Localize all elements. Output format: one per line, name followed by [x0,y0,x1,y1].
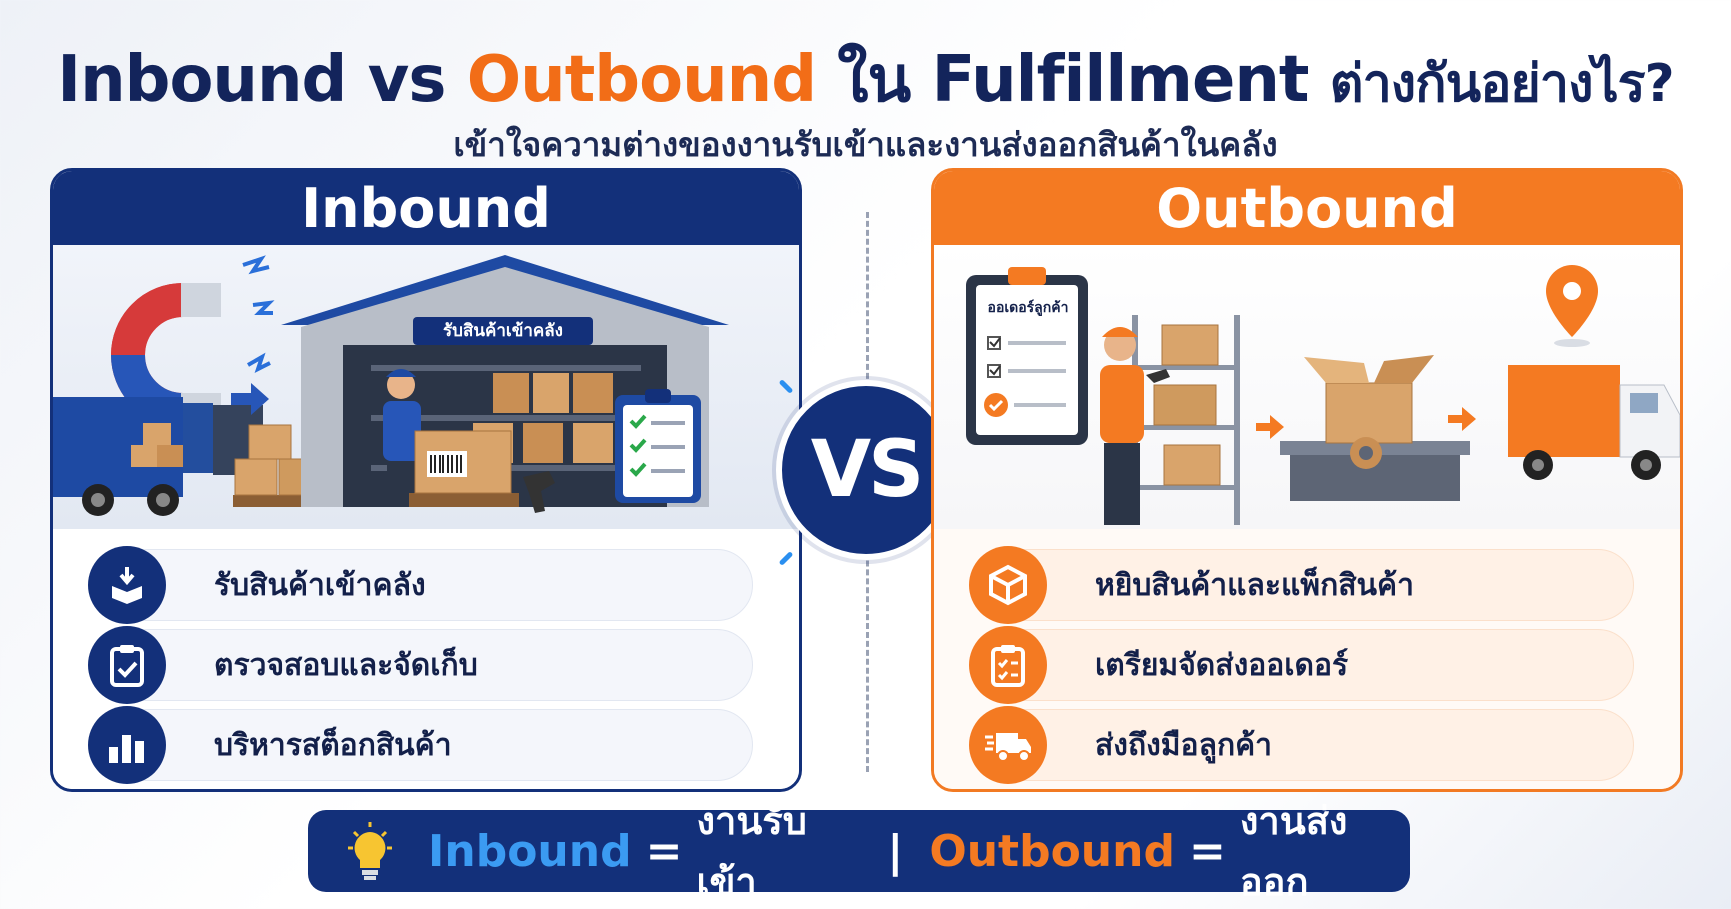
page-title: Inbound vs Outbound ใน Fulfillment ต่างก… [0,28,1731,130]
inbound-step-label: บริหารสต็อกสินค้า [214,727,452,763]
warehouse-sign: รับสินค้าเข้าคลัง [443,321,563,341]
summary-equals: = [645,825,683,877]
inbound-step-receive: รับสินค้าเข้าคลัง [88,546,753,624]
title-in: ใน [837,43,911,117]
order-sheet-title: ออเดอร์ลูกค้า [987,300,1069,316]
vs-badge: VS [776,380,956,560]
summary-bar: Inbound = งานรับเข้า | Outbound = งานส่ง… [308,799,1410,904]
summary-inbound-meaning: งานรับเข้า [696,799,807,904]
summary-outbound-meaning: งานส่งออก [1239,799,1348,904]
packing-box-illustration [1280,355,1470,501]
scanner-icon [523,471,555,513]
order-clipboard-icon [966,267,1088,445]
package-icon [969,546,1047,624]
checklist-icon [969,626,1047,704]
title-inbound: Inbound [57,43,347,117]
summary-inbound: Inbound [428,825,632,877]
inbound-illustration: รับสินค้าเข้าคลัง [53,245,799,529]
outbound-step-label: หยิบสินค้าและแพ็กสินค้า [1095,567,1414,603]
title-outbound: Outbound [466,43,817,117]
clipboard-icon [615,389,701,503]
page-subtitle: เข้าใจความต่างของงานรับเข้าและงานส่งออกส… [453,125,1278,164]
arrow-right-icon [231,383,269,415]
outbound-step-prepare: เตรียมจัดส่งออเดอร์ [969,626,1634,704]
outbound-steps: หยิบสินค้าและแพ็กสินค้า เตรียมจัดส่งออเด… [934,529,1680,789]
summary-equals: = [1188,825,1226,877]
title-suffix: ต่างกันอย่างไร? [1329,54,1675,114]
arrow-right-icon [1256,415,1284,439]
inbound-step-label: ตรวจสอบและจัดเก็บ [214,647,478,683]
inbound-step-stock: บริหารสต็อกสินค้า [88,706,753,784]
title-fulfillment: Fulfillment [931,43,1310,117]
shelf-illustration [1132,315,1240,525]
inbound-panel: Inbound [50,168,802,792]
arrow-right-icon [1448,407,1476,431]
outbound-step-label: ส่งถึงมือลูกค้า [1095,727,1273,763]
outbound-illustration: ออเดอร์ลูกค้า [934,245,1680,529]
delivery-truck-icon [969,706,1047,784]
outbound-panel: Outbound [931,168,1683,792]
summary-separator: | [887,825,904,877]
location-pin-icon [1546,265,1598,347]
clipboard-check-icon [88,626,166,704]
stock-bars-icon [88,706,166,784]
outbound-heading: Outbound [934,171,1680,245]
outbound-step-pick-pack: หยิบสินค้าและแพ็กสินค้า [969,546,1634,624]
outbound-step-deliver: ส่งถึงมือลูกค้า [969,706,1634,784]
summary-outbound: Outbound [929,825,1175,877]
barcode-box-illustration [409,430,519,507]
lightbulb-icon [342,820,398,882]
outbound-truck-illustration [1508,365,1680,480]
inbound-steps: รับสินค้าเข้าคลัง ตรวจสอบและจัดเก็บ บริห… [53,529,799,789]
outbound-step-label: เตรียมจัดส่งออเดอร์ [1095,647,1349,683]
inbound-step-label: รับสินค้าเข้าคลัง [214,567,426,603]
inbound-step-inspect: ตรวจสอบและจัดเก็บ [88,626,753,704]
inbound-truck-illustration [53,397,263,516]
inbound-heading: Inbound [53,171,799,245]
outbound-worker-illustration [1100,327,1170,525]
box-download-icon [88,546,166,624]
title-vs: vs [367,43,447,117]
